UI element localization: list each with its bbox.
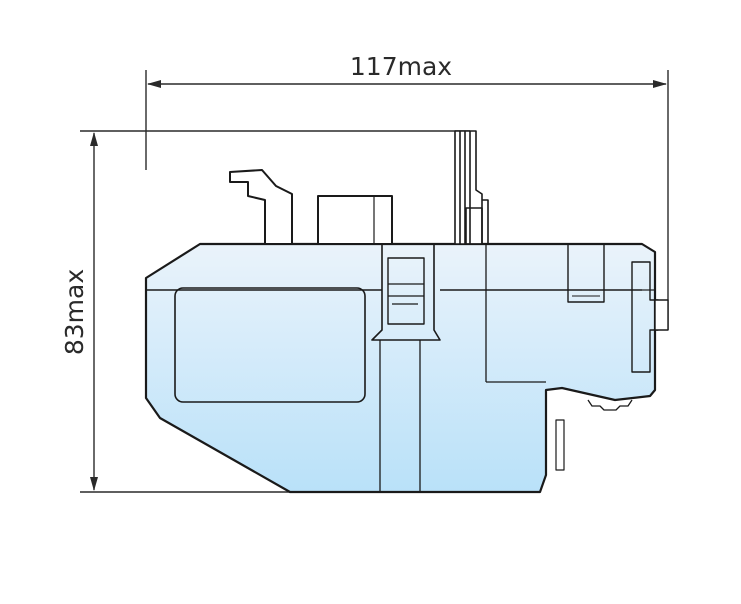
lower-right-recess	[555, 419, 565, 471]
terminal-fins	[454, 130, 489, 245]
width-dimension: 117max	[145, 52, 669, 330]
slot-inner	[387, 257, 425, 325]
top-hook	[229, 169, 293, 245]
width-label: 117max	[350, 52, 452, 81]
front-window	[174, 287, 366, 403]
lower-right-teeth	[587, 399, 633, 411]
relay-body	[144, 130, 669, 494]
main-housing	[144, 242, 657, 494]
height-label: 83max	[60, 269, 89, 355]
height-dimension: 83max	[60, 130, 540, 493]
right-tab	[567, 244, 605, 303]
top-block	[317, 195, 393, 245]
center-slot	[371, 244, 441, 341]
right-button	[654, 299, 669, 331]
